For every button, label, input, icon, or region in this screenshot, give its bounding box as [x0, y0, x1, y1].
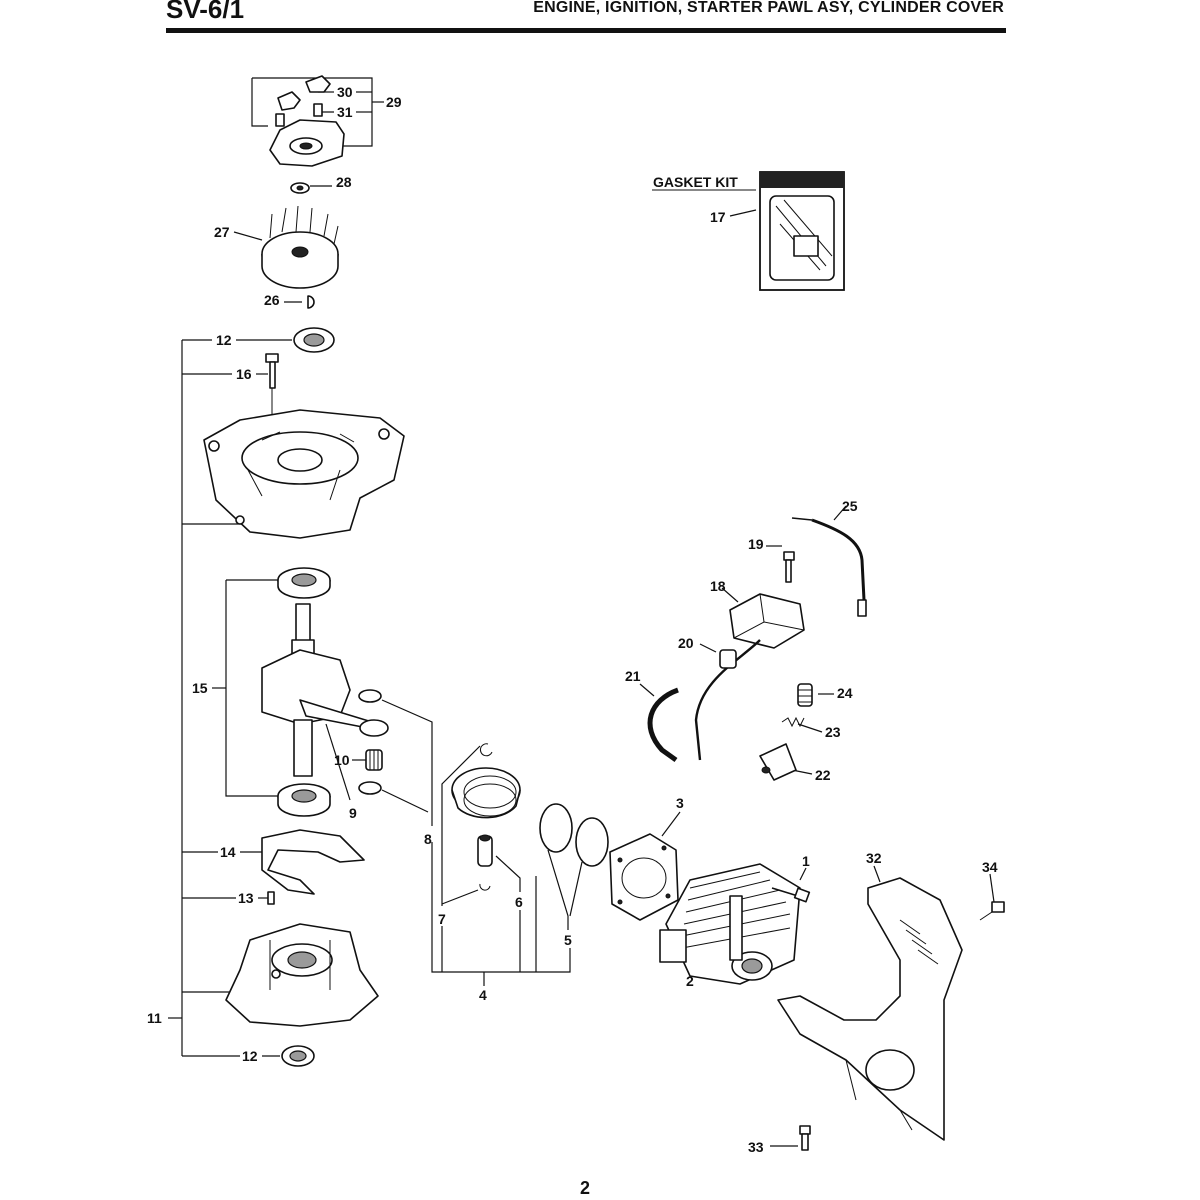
woodruff-key	[307, 295, 315, 309]
callout-labels: 30 31 29 28 27 26 GASKET KIT 17 12 16 15…	[147, 84, 998, 1155]
gasket-kit-label: GASKET KIT	[653, 174, 738, 190]
callout-33: 33	[748, 1139, 764, 1155]
bearing-bottom	[277, 783, 331, 817]
callout-28: 28	[336, 174, 352, 190]
callout-24: 24	[837, 685, 853, 701]
dowel-pin	[267, 891, 275, 905]
callout-2: 2	[686, 973, 694, 989]
circlip-upper	[479, 743, 493, 757]
spark-plug	[797, 683, 813, 707]
spark-plug-wire	[791, 517, 867, 617]
callout-22: 22	[815, 767, 831, 783]
crankcase-upper	[203, 409, 405, 539]
cylinder-gasket	[609, 833, 679, 921]
callout-12-bottom: 12	[242, 1048, 258, 1064]
callout-26: 26	[264, 292, 280, 308]
sheet-title: ENGINE, IGNITION, STARTER PAWL ASY, CYLI…	[533, 0, 1004, 16]
callout-15: 15	[192, 680, 208, 696]
oil-seal-bottom	[281, 1045, 315, 1067]
callout-14: 14	[220, 844, 236, 860]
bolt-part-19	[783, 551, 795, 583]
callout-32: 32	[866, 850, 882, 866]
callout-11: 11	[147, 1010, 162, 1026]
callout-34: 34	[982, 859, 998, 875]
thrust-washer-upper	[358, 689, 382, 703]
needle-bearing	[365, 749, 383, 771]
wire-clip	[719, 649, 737, 669]
crankcase-lower	[225, 923, 379, 1027]
cylinder-cover	[777, 877, 963, 1141]
callout-8: 8	[424, 831, 432, 847]
sheet-code: SV-6/1	[166, 0, 245, 24]
callout-20: 20	[678, 635, 694, 651]
crankshaft	[261, 603, 389, 777]
circlip-lower	[479, 883, 491, 891]
callout-31: 31	[337, 104, 353, 120]
callout-18: 18	[710, 578, 726, 594]
callout-27: 27	[214, 224, 230, 240]
bolt-part-16	[265, 353, 279, 450]
callout-3: 3	[676, 795, 684, 811]
callout-13: 13	[238, 890, 254, 906]
callout-17: 17	[710, 209, 726, 225]
callout-29: 29	[386, 94, 402, 110]
thrust-washer-lower	[358, 781, 382, 795]
bolt-part-1	[771, 887, 811, 903]
plug-cap	[759, 743, 797, 781]
bearing-top	[277, 567, 331, 599]
washer-part-28	[290, 182, 310, 194]
callout-10: 10	[334, 752, 350, 768]
ignition-tube	[647, 687, 679, 763]
piston-ring-1	[539, 803, 573, 853]
callout-19: 19	[748, 536, 764, 552]
callout-9: 9	[349, 805, 357, 821]
header-rule	[166, 28, 1006, 33]
piston-ring-2	[575, 817, 609, 867]
oil-seal-top	[293, 327, 335, 353]
callout-12-top: 12	[216, 332, 232, 348]
callout-6: 6	[515, 894, 523, 910]
callout-5: 5	[564, 932, 572, 948]
ignition-module	[694, 593, 805, 761]
callout-7: 7	[438, 911, 446, 927]
callout-23: 23	[825, 724, 841, 740]
piston-pin	[477, 834, 493, 867]
page-number: 2	[579, 1178, 590, 1198]
cylinder	[659, 863, 801, 985]
callout-21: 21	[625, 668, 641, 684]
callout-25: 25	[842, 498, 858, 514]
starter-pawl-assembly	[269, 75, 345, 167]
flywheel-fan	[261, 205, 339, 289]
callout-4: 4	[479, 987, 487, 1003]
callout-1: 1	[802, 853, 810, 869]
plug-spring	[781, 716, 805, 728]
callout-30: 30	[337, 84, 353, 100]
plate-part-14	[261, 829, 365, 895]
gasket-kit-box	[759, 171, 845, 291]
screw-part-33	[799, 1125, 811, 1151]
screw-part-34	[979, 901, 1005, 921]
callout-16: 16	[236, 366, 252, 382]
piston	[451, 767, 521, 819]
